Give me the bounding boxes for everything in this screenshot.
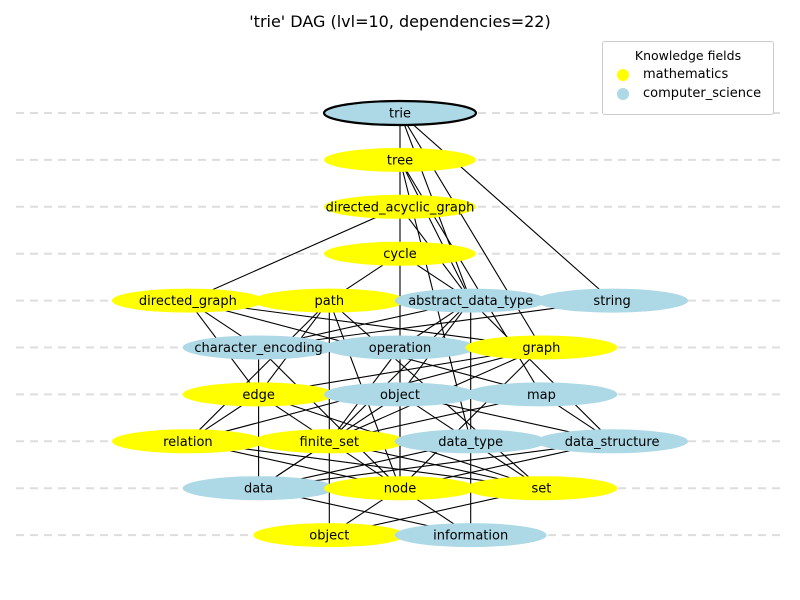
node-ellipse[interactable] bbox=[324, 476, 476, 501]
legend-label-mathematics: mathematics bbox=[643, 67, 729, 82]
node-set[interactable]: set bbox=[465, 476, 618, 501]
node-path[interactable]: path bbox=[253, 288, 406, 313]
node-ellipse[interactable] bbox=[324, 241, 476, 266]
node-ellipse[interactable] bbox=[324, 147, 476, 172]
node-ellipse[interactable] bbox=[322, 99, 478, 127]
node-label: set bbox=[531, 482, 551, 497]
node-label: relation bbox=[163, 435, 213, 450]
dependency-edge bbox=[399, 159, 472, 301]
node-ellipse[interactable] bbox=[111, 288, 264, 313]
node-node[interactable]: node bbox=[324, 476, 476, 501]
node-ellipse[interactable] bbox=[182, 382, 335, 407]
node-label: string bbox=[593, 294, 630, 309]
node-character-encoding[interactable]: character_encoding bbox=[182, 335, 335, 360]
node-cycle[interactable]: cycle bbox=[324, 241, 476, 266]
node-label: object bbox=[309, 529, 349, 544]
node-label: character_encoding bbox=[194, 341, 322, 356]
node-ellipse[interactable] bbox=[536, 429, 689, 454]
dependency-edge bbox=[399, 347, 542, 489]
node-object-math[interactable]: object bbox=[253, 523, 406, 548]
node-label: data_type bbox=[438, 435, 503, 450]
legend-item-mathematics: mathematics bbox=[617, 67, 773, 82]
node-ellipse[interactable] bbox=[394, 523, 547, 548]
dependency-edge bbox=[187, 206, 401, 302]
node-tree[interactable]: tree bbox=[324, 147, 476, 172]
node-label: graph bbox=[522, 341, 560, 356]
node-ellipse[interactable] bbox=[111, 429, 264, 454]
node-ellipse[interactable] bbox=[465, 335, 618, 360]
node-label: abstract_data_type bbox=[408, 294, 533, 309]
node-label: edge bbox=[242, 388, 275, 403]
node-ellipse[interactable] bbox=[253, 429, 406, 454]
node-ellipse[interactable] bbox=[465, 476, 618, 501]
chart-title: 'trie' DAG (lvl=10, dependencies=22) bbox=[249, 12, 551, 31]
node-label: cycle bbox=[383, 247, 417, 262]
node-label: directed_graph bbox=[139, 294, 237, 309]
node-ellipse[interactable] bbox=[465, 382, 618, 407]
node-label: trie bbox=[389, 107, 411, 122]
legend: Knowledge fields mathematics computer_sc… bbox=[602, 41, 774, 115]
node-operation[interactable]: operation bbox=[324, 335, 476, 360]
node-label: data_structure bbox=[565, 435, 660, 450]
node-directed-acyclic-graph[interactable]: directed_acyclic_graph bbox=[324, 194, 476, 219]
node-ellipse[interactable] bbox=[324, 382, 476, 407]
legend-title: Knowledge fields bbox=[634, 48, 742, 63]
node-relation[interactable]: relation bbox=[111, 429, 264, 454]
node-ellipse[interactable] bbox=[324, 335, 476, 360]
node-label: path bbox=[315, 294, 345, 309]
dependency-edge bbox=[470, 300, 613, 442]
legend-label-computer-science: computer_science bbox=[643, 86, 762, 101]
node-ellipse[interactable] bbox=[253, 523, 406, 548]
node-ellipse[interactable] bbox=[536, 288, 689, 313]
node-ellipse[interactable] bbox=[394, 288, 547, 313]
node-ellipse[interactable] bbox=[324, 194, 476, 219]
node-label: map bbox=[527, 388, 556, 403]
node-ellipse[interactable] bbox=[182, 476, 335, 501]
node-ellipse[interactable] bbox=[253, 288, 406, 313]
node-data[interactable]: data bbox=[182, 476, 335, 501]
node-label: finite_set bbox=[300, 435, 360, 450]
node-trie[interactable]: trie bbox=[322, 99, 478, 127]
node-finite-set[interactable]: finite_set bbox=[253, 429, 406, 454]
dependency-edge bbox=[399, 112, 613, 302]
node-map[interactable]: map bbox=[465, 382, 618, 407]
node-label: data bbox=[244, 482, 273, 497]
edges bbox=[187, 112, 613, 536]
node-label: tree bbox=[387, 153, 413, 168]
node-edge[interactable]: edge bbox=[182, 382, 335, 407]
legend-item-computer-science: computer_science bbox=[617, 86, 773, 101]
node-ellipse[interactable] bbox=[182, 335, 335, 360]
legend-marker-mathematics bbox=[617, 68, 629, 81]
node-string[interactable]: string bbox=[536, 288, 689, 313]
node-ellipse[interactable] bbox=[394, 429, 547, 454]
node-label: directed_acyclic_graph bbox=[326, 200, 475, 215]
dependency-edge bbox=[258, 440, 613, 489]
node-label: node bbox=[384, 482, 416, 497]
node-data-type[interactable]: data_type bbox=[394, 429, 547, 454]
node-graph[interactable]: graph bbox=[465, 335, 618, 360]
node-data-structure[interactable]: data_structure bbox=[536, 429, 689, 454]
node-object-cs[interactable]: object bbox=[324, 382, 476, 407]
node-label: object bbox=[380, 388, 420, 403]
node-label: operation bbox=[369, 341, 431, 356]
node-label: information bbox=[433, 529, 508, 544]
node-abstract-data-type[interactable]: abstract_data_type bbox=[394, 288, 547, 313]
node-information[interactable]: information bbox=[394, 523, 547, 548]
node-directed-graph[interactable]: directed_graph bbox=[111, 288, 264, 313]
legend-marker-computer-science bbox=[617, 87, 629, 100]
